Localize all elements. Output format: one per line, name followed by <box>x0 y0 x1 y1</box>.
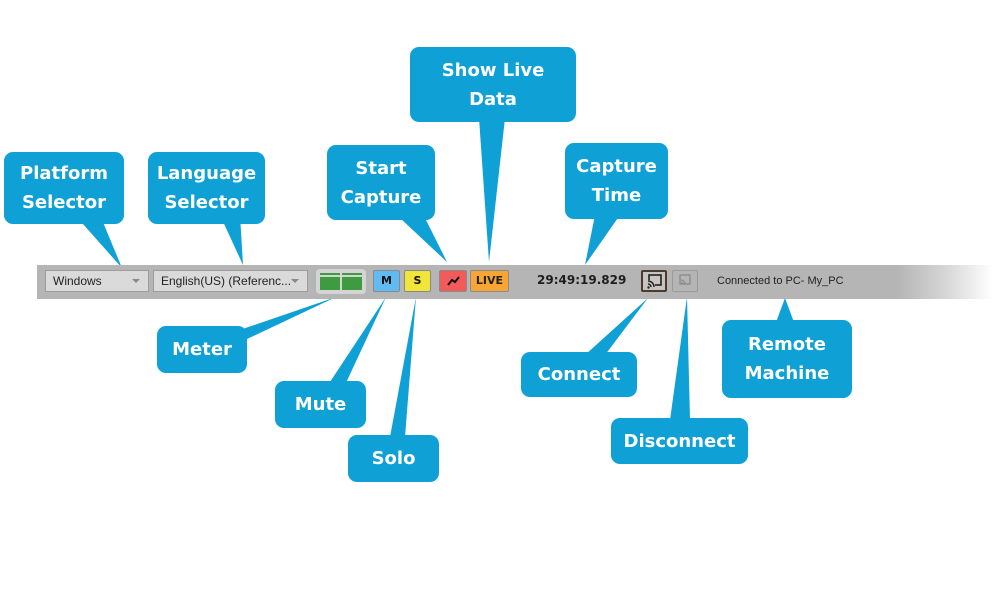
remote-machine-status: Connected to PC- My_PC <box>717 275 844 287</box>
level-meter-icon <box>320 273 340 290</box>
disconnect-button[interactable] <box>672 270 698 292</box>
callout-meter: Meter <box>157 326 247 373</box>
line-chart-icon <box>447 276 460 286</box>
chevron-down-icon <box>291 279 299 283</box>
pointer-show-live <box>479 118 505 262</box>
capture-time: 29:49:19.829 <box>537 273 627 287</box>
mute-button[interactable]: M <box>373 270 400 292</box>
language-selector[interactable]: English(US) (Referenc... <box>153 270 308 292</box>
connect-button[interactable] <box>641 270 667 292</box>
toolbar: Windows English(US) (Referenc... M S LIV… <box>37 265 993 299</box>
platform-selector[interactable]: Windows <box>45 270 149 292</box>
callout-solo: Solo <box>348 435 439 482</box>
platform-selector-value: Windows <box>53 274 102 288</box>
cast-connect-icon <box>647 274 662 289</box>
pointer-mute <box>328 297 386 385</box>
solo-button[interactable]: S <box>404 270 431 292</box>
level-meter-icon <box>342 273 362 290</box>
chevron-down-icon <box>132 279 140 283</box>
pointer-start-capture <box>400 218 447 262</box>
language-selector-value: English(US) (Referenc... <box>161 274 292 288</box>
callout-mute: Mute <box>275 381 366 428</box>
callout-disconnect: Disconnect <box>611 418 748 464</box>
pointer-solo <box>390 297 416 437</box>
start-capture-button[interactable] <box>439 270 467 292</box>
pointer-connect <box>585 298 648 355</box>
show-live-data-button[interactable]: LIVE <box>470 270 509 292</box>
cast-disconnect-icon <box>679 274 691 285</box>
pointer-disconnect <box>670 297 690 420</box>
callout-connect: Connect <box>521 352 637 397</box>
pointer-capture-time <box>585 215 620 265</box>
meter-button[interactable] <box>316 269 366 294</box>
